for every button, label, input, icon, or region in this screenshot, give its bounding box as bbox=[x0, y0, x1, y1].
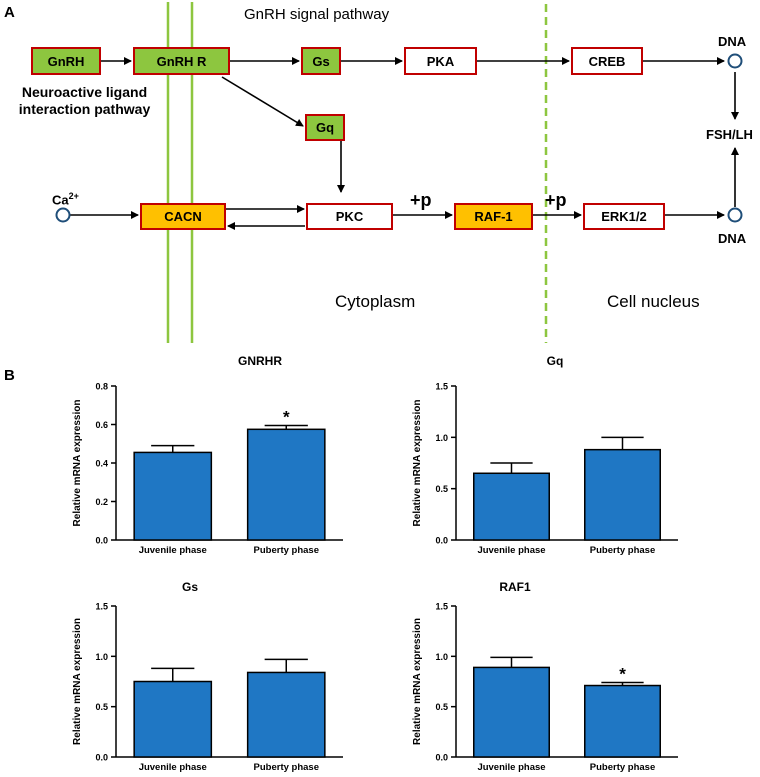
y-tick-label: 0.5 bbox=[435, 484, 448, 494]
node-pkc: PKC bbox=[306, 203, 393, 230]
y-tick-label: 1.0 bbox=[95, 652, 108, 662]
y-axis-label: Relative mRNA expression bbox=[72, 618, 83, 745]
y-tick-label: 1.5 bbox=[95, 602, 108, 612]
x-category-label: Puberty phase bbox=[254, 762, 319, 773]
neuro-label-line1: Neuroactive ligand bbox=[21, 84, 148, 100]
bar-chart-gnrhr: Relative mRNA expression 0.0 0.2 0.4 0.6 0.8J… bbox=[72, 382, 343, 556]
y-tick-label: 0.2 bbox=[95, 497, 108, 507]
y-axis-label: Relative mRNA expression bbox=[412, 618, 423, 745]
dna-top-label: DNA bbox=[718, 34, 747, 49]
y-tick-label: 1.5 bbox=[435, 382, 448, 392]
bar bbox=[246, 428, 326, 541]
y-tick-label: 0.0 bbox=[435, 536, 448, 546]
y-tick-label: 0.0 bbox=[95, 536, 108, 546]
x-category-label: Puberty phase bbox=[590, 545, 655, 556]
y-tick-label: 0.6 bbox=[95, 420, 108, 430]
bar bbox=[584, 448, 661, 541]
bar bbox=[473, 666, 550, 758]
y-tick-label: 1.0 bbox=[435, 652, 448, 662]
bar bbox=[246, 671, 326, 758]
chart-title-0: GNRHR bbox=[238, 354, 282, 368]
significance-marker: * bbox=[619, 665, 626, 684]
x-category-label: Juvenile phase bbox=[139, 762, 207, 773]
bar-chart-raf1: Relative mRNA expression 0.0 0.5 1.0 1.5Juve… bbox=[412, 602, 678, 773]
neuro-label-line2: interaction pathway bbox=[18, 101, 151, 117]
chart-title-1: Gq bbox=[546, 354, 564, 368]
bar bbox=[133, 451, 213, 541]
bar-chart-gq: Relative mRNA expression 0.0 0.5 1.0 1.5Juve… bbox=[412, 382, 678, 556]
y-tick-label: 0.8 bbox=[95, 382, 108, 392]
significance-marker: * bbox=[283, 407, 290, 426]
pathway-title: GnRH signal pathway bbox=[244, 6, 390, 23]
node-erk: ERK1/2 bbox=[583, 203, 665, 230]
x-category-label: Puberty phase bbox=[254, 545, 319, 556]
ca-circle bbox=[55, 207, 71, 223]
panel-b-label: B bbox=[4, 367, 15, 384]
node-gq: Gq bbox=[305, 114, 345, 141]
node-gnrh: GnRH bbox=[31, 47, 101, 75]
y-tick-label: 0.4 bbox=[95, 459, 108, 469]
bar bbox=[584, 684, 661, 758]
ca-label: Ca2+ bbox=[52, 191, 79, 207]
x-category-label: Juvenile phase bbox=[477, 762, 545, 773]
panel-a-label: A bbox=[4, 4, 15, 21]
dna-circle-top bbox=[727, 53, 743, 69]
chart-title-2: Gs bbox=[181, 580, 198, 594]
y-tick-label: 0.0 bbox=[95, 753, 108, 763]
phosphorylation-label-1: +p bbox=[410, 190, 432, 210]
bar bbox=[133, 680, 213, 758]
node-pka: PKA bbox=[404, 47, 477, 75]
y-axis-label: Relative mRNA expression bbox=[412, 400, 423, 527]
ca-text: Ca bbox=[52, 192, 69, 208]
node-gnrh-r: GnRH R bbox=[133, 47, 230, 75]
fsh-lh-label: FSH/LH bbox=[706, 127, 753, 142]
x-category-label: Juvenile phase bbox=[477, 545, 545, 556]
y-tick-label: 0.5 bbox=[435, 702, 448, 712]
ca-superscript: 2+ bbox=[68, 191, 79, 201]
phosphorylation-label-2: +p bbox=[545, 190, 567, 210]
bar bbox=[473, 472, 550, 541]
node-creb: CREB bbox=[571, 47, 643, 75]
dna-bottom-label: DNA bbox=[718, 231, 747, 246]
dna-circle-bottom bbox=[727, 207, 743, 223]
chart-title-3: RAF1 bbox=[499, 580, 531, 594]
node-raf1: RAF-1 bbox=[454, 203, 533, 230]
neuro-label: Neuroactive ligand interaction pathway bbox=[2, 84, 167, 118]
x-category-label: Juvenile phase bbox=[139, 545, 207, 556]
y-tick-label: 1.0 bbox=[435, 433, 448, 443]
y-tick-label: 0.5 bbox=[95, 702, 108, 712]
node-cacn: CACN bbox=[140, 203, 226, 230]
arrow-gnrhr-to-gq bbox=[221, 76, 304, 127]
x-category-label: Puberty phase bbox=[590, 762, 655, 773]
node-gs: Gs bbox=[301, 47, 341, 75]
y-tick-label: 0.0 bbox=[435, 753, 448, 763]
y-tick-label: 1.5 bbox=[435, 602, 448, 612]
y-axis-label: Relative mRNA expression bbox=[72, 400, 83, 527]
cell-nucleus-label: Cell nucleus bbox=[607, 292, 700, 311]
bar-chart-gs: Relative mRNA expression 0.0 0.5 1.0 1.5Juve… bbox=[72, 602, 343, 773]
cytoplasm-label: Cytoplasm bbox=[335, 292, 416, 311]
